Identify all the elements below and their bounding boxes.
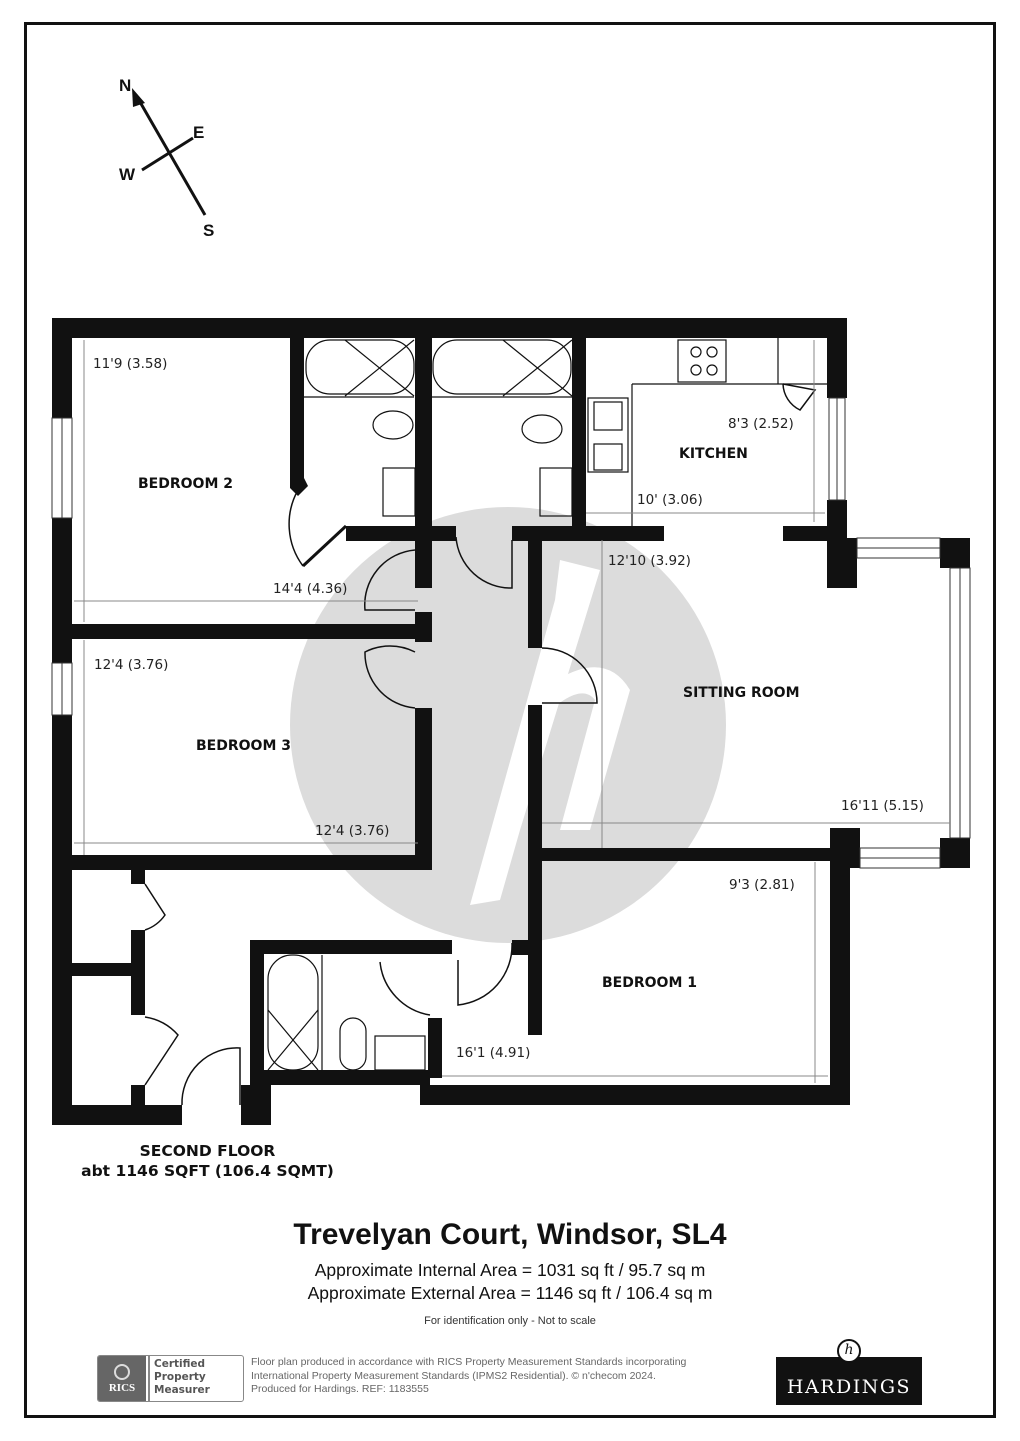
dim-bedroom1-height: 9'3 (2.81) — [729, 877, 795, 893]
room-label-bedroom2: BEDROOM 2 — [138, 476, 233, 492]
compass-w: W — [119, 165, 136, 184]
dim-sitting-height: 12'10 (3.92) — [608, 553, 691, 569]
dim-bedroom1-width: 16'1 (4.91) — [456, 1045, 530, 1061]
room-label-kitchen: KITCHEN — [679, 446, 748, 462]
dim-kitchen-width: 10' (3.06) — [637, 492, 703, 508]
dim-bedroom3-width: 12'4 (3.76) — [315, 823, 389, 839]
rics-lion-icon — [114, 1363, 130, 1380]
floor-area: abt 1146 SQFT (106.4 SQMT) — [81, 1162, 334, 1180]
room-label-bedroom3: BEDROOM 3 — [196, 738, 291, 754]
room-label-sitting-room: SITTING ROOM — [683, 685, 800, 701]
hardings-logo: HARDINGS — [776, 1357, 922, 1405]
walls — [52, 318, 970, 1125]
dim-bedroom3-height: 12'4 (3.76) — [94, 657, 168, 673]
property-title: Trevelyan Court, Windsor, SL4 — [293, 1218, 727, 1251]
dim-bedroom2-height: 11'9 (3.58) — [93, 356, 167, 372]
compass-icon: N E W S — [119, 76, 214, 240]
page-border — [24, 22, 996, 1418]
compass-n: N — [119, 76, 131, 95]
rics-badge: RICS Certified Property Measurer — [97, 1355, 244, 1402]
watermark-logo — [290, 507, 726, 943]
windows — [51, 397, 971, 869]
compass-e: E — [193, 123, 204, 142]
external-area: Approximate External Area = 1146 sq ft /… — [307, 1283, 713, 1303]
rics-logo: RICS — [98, 1356, 146, 1401]
scale-note: For identification only - Not to scale — [424, 1315, 596, 1327]
room-label-bedroom1: BEDROOM 1 — [602, 975, 697, 991]
internal-area: Approximate Internal Area = 1031 sq ft /… — [314, 1260, 706, 1280]
dim-kitchen-height: 8'3 (2.52) — [728, 416, 794, 432]
rics-certification-text: Certified Property Measurer — [146, 1356, 243, 1401]
compass-s: S — [203, 221, 214, 240]
doors — [144, 383, 817, 1106]
hardings-h-icon: h — [837, 1339, 861, 1363]
dim-sitting-width: 16'11 (5.15) — [841, 798, 924, 814]
legal-disclaimer: Floor plan produced in accordance with R… — [251, 1356, 687, 1395]
floor-name: SECOND FLOOR — [139, 1142, 276, 1160]
dim-bedroom2-width: 14'4 (4.36) — [273, 581, 347, 597]
bathroom-fixtures — [267, 338, 827, 1071]
dimension-lines — [74, 340, 950, 1083]
